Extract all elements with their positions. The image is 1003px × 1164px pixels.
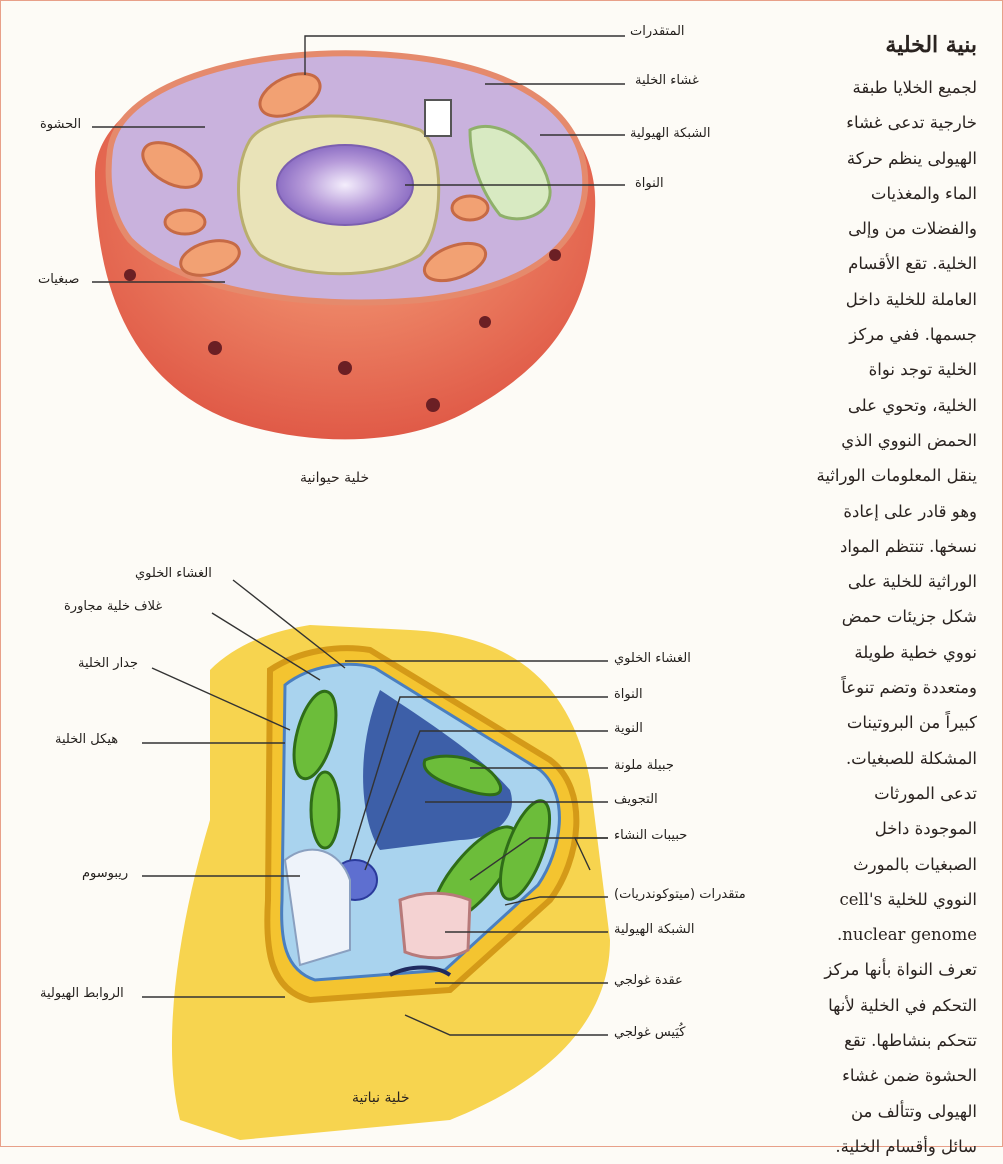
article-line: nuclear genome. xyxy=(787,917,977,952)
label-plant-ribosome: ريبوسوم xyxy=(82,866,128,881)
article-line: نووي خطية طويلة xyxy=(787,635,977,670)
article-line: النووي للخلية cell's xyxy=(787,882,977,917)
animal-cell-illustration xyxy=(0,0,620,480)
article-line: الخلية توجد نواة xyxy=(787,352,977,387)
label-plant-plasmodesmata: الروابط الهيولية xyxy=(40,986,124,1001)
article-line: الصبغيات بالمورث xyxy=(787,847,977,882)
article-line: شكل جزيئات حمض xyxy=(787,599,977,634)
article-line: خارجية تدعى غشاء xyxy=(787,105,977,140)
label-plant-golgi: عقدة غولجي xyxy=(614,973,683,988)
article-line: العاملة للخلية داخل xyxy=(787,282,977,317)
label-animal-nucleus: النواة xyxy=(635,176,664,191)
label-plant-er: الشبكة الهيولية xyxy=(614,922,694,937)
label-animal-er: الشبكة الهيولية xyxy=(630,126,710,141)
article-line: التحكم في الخلية لأنها xyxy=(787,988,977,1023)
article-line: لجميع الخلايا طبقة xyxy=(787,70,977,105)
article-line: جسمها. ففي مركز xyxy=(787,317,977,352)
article-line: الوراثية للخلية على xyxy=(787,564,977,599)
article-line: الهيولى وتتألف من xyxy=(787,1094,977,1129)
article-line: المشكلة للصبغيات. xyxy=(787,741,977,776)
article-line: الخلية. تقع الأقسام xyxy=(787,246,977,281)
label-plant-neighbor-wall: غلاف خلية مجاورة xyxy=(64,599,162,614)
label-plant-nucleolus: النوية xyxy=(614,721,643,736)
article-line: الحمض النووي الذي xyxy=(787,423,977,458)
article-heading: بنية الخلية xyxy=(787,30,977,60)
label-plant-starch: حبيبات النشاء xyxy=(614,828,687,843)
article-line: تدعى المورثات xyxy=(787,776,977,811)
label-plant-vacuole: التجويف xyxy=(614,792,658,807)
article-line: ينقل المعلومات الوراثية xyxy=(787,458,977,493)
article-line: كبيراً من البروتينات xyxy=(787,705,977,740)
label-animal-cell-membrane: غشاء الخلية xyxy=(635,73,699,88)
article-line: وهو قادر على إعادة xyxy=(787,494,977,529)
article-line: الحشوة ضمن غشاء xyxy=(787,1058,977,1093)
article-line: والفضلات من وإلى xyxy=(787,211,977,246)
article-line: الماء والمغذيات xyxy=(787,176,977,211)
animal-nucleus xyxy=(277,145,413,225)
plant-er xyxy=(400,893,470,958)
plant-cell-caption: خلية نباتية xyxy=(352,1090,409,1106)
article-line: نسخها. تنتظم المواد xyxy=(787,529,977,564)
label-animal-mitochondria: المتقدرات xyxy=(630,24,685,39)
article-line: تعرف النواة بأنها مركز xyxy=(787,952,977,987)
article-line: تتحكم بنشاطها. تقع xyxy=(787,1023,977,1058)
label-animal-cytoplasm: الحشوة xyxy=(40,117,81,132)
label-plant-membrane-left: الغشاء الخلوي xyxy=(135,566,212,581)
article-line: ومتعددة وتضم تنوعاً xyxy=(787,670,977,705)
animal-cell-caption: خلية حيوانية xyxy=(300,470,369,486)
label-plant-cell-wall: جدار الخلية xyxy=(78,656,138,671)
article-line: الهيولى ينظم حركة xyxy=(787,141,977,176)
animal-centriole xyxy=(425,100,451,136)
label-plant-mitochondria: متقدرات (ميتوكوندريات) xyxy=(614,887,746,902)
label-animal-chromosomes: صبغيات xyxy=(38,272,79,287)
label-plant-membrane-right: الغشاء الخلوي xyxy=(614,651,691,666)
label-plant-golgi-vesicle: كُيَيس غولجي xyxy=(614,1025,685,1040)
label-plant-cytoskeleton: هيكل الخلية xyxy=(55,732,118,747)
label-plant-chromoplast: جبيلة ملونة xyxy=(614,758,674,773)
article-line: الموجودة داخل xyxy=(787,811,977,846)
article-line: سائل وأقسام الخلية. xyxy=(787,1129,977,1164)
label-plant-nucleus: النواة xyxy=(614,687,643,702)
article-line: الخلية، وتحوي على xyxy=(787,388,977,423)
plant-cell-illustration xyxy=(150,520,790,1140)
